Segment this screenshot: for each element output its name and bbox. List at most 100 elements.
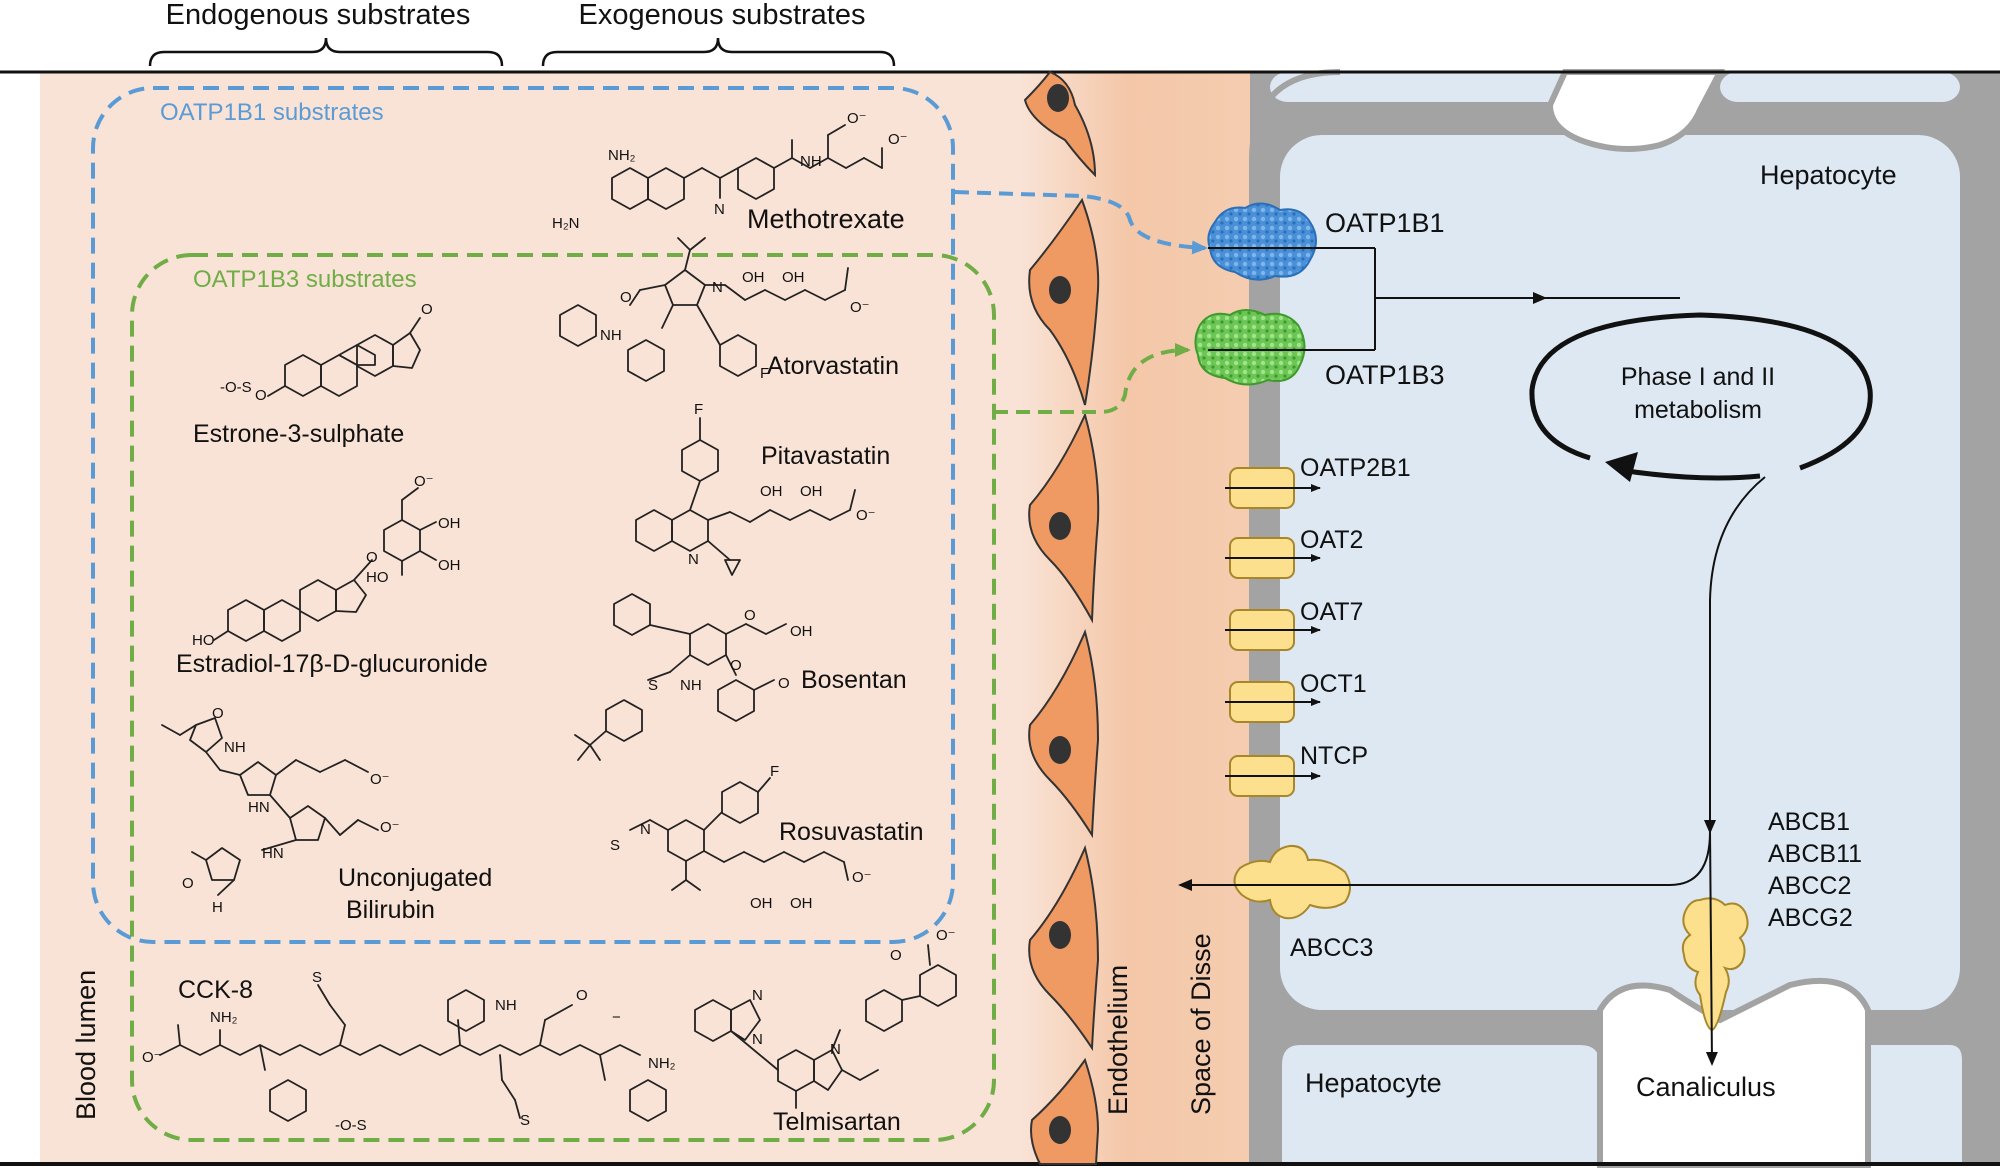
bosentan-label: Bosentan <box>801 666 907 694</box>
atorvastatin-o-label: O <box>620 289 632 306</box>
metabolism-cycle <box>1529 312 1873 471</box>
estrone-sulfate-label: -O-S <box>220 379 252 396</box>
bosentan-structure <box>574 593 787 761</box>
cck8-minus-label: − <box>612 1009 621 1026</box>
canalicular-efflux-transporter <box>1681 897 1749 1032</box>
oatp2b1-label: OATP2B1 <box>1300 454 1411 482</box>
bilirubin-nh1-label: NH <box>224 739 246 756</box>
efflux-abcg2-label: ABCG2 <box>1768 904 1853 932</box>
oatp1b1-substrates-box <box>91 86 955 944</box>
oatp1b1-transporter <box>1207 202 1317 281</box>
oatp2b1-transporter <box>1225 467 1321 509</box>
canalicular-efflux-path <box>1705 831 1718 1066</box>
endothelial-cell-4 <box>1028 628 1100 839</box>
bilirubin-o2-label: O⁻ <box>370 771 390 788</box>
hepatocyte-top-label: Hepatocyte <box>1760 160 1897 190</box>
ntcp-transporter <box>1225 755 1321 797</box>
oatp1b3-substrates-label: OATP1B3 substrates <box>193 266 417 293</box>
estradiol-oh2-label: OH <box>438 557 461 574</box>
rosuvastatin-structure <box>629 777 849 891</box>
canaliculus-label: Canaliculus <box>1636 1072 1776 1102</box>
methotrexate-o2-label: O⁻ <box>888 131 908 148</box>
bilirubin-label-line1: Unconjugated <box>338 864 492 892</box>
bilirubin-o4-label: O <box>182 875 194 892</box>
atorvastatin-label: Atorvastatin <box>767 352 899 380</box>
space-of-disse-label: Space of Disse <box>1186 933 1216 1115</box>
endothelial-cell-6 <box>1030 1057 1100 1165</box>
telmisartan-n3-label: N <box>830 1041 841 1058</box>
pitavastatin-oh2-label: OH <box>800 483 823 500</box>
rosuvastatin-s-label: S <box>610 837 620 854</box>
bilirubin-structure <box>161 717 379 896</box>
metabolism-label-line1: Phase I and II <box>1621 363 1775 391</box>
methotrexate-nh-label: NH <box>800 153 822 170</box>
telmisartan-o1-label: O <box>890 947 902 964</box>
hepatocyte-bottom-label: Hepatocyte <box>1305 1068 1442 1098</box>
cck8-indole-nh-label: NH <box>495 997 517 1014</box>
bosentan-oh-label: OH <box>790 623 813 640</box>
bilirubin-h-label: H <box>212 899 223 916</box>
rosuvastatin-f-label: F <box>770 763 779 780</box>
rosuvastatin-oh1-label: OH <box>750 895 773 912</box>
endothelial-cell-1 <box>1023 70 1097 178</box>
oatp1b1-substrates-label: OATP1B1 substrates <box>160 99 384 126</box>
top-canaliculus-notch <box>1546 69 1725 152</box>
cck8-s2-label: S <box>520 1112 530 1129</box>
estradiol-ho2-label: HO <box>192 632 215 649</box>
cck8-structure <box>159 984 667 1122</box>
methotrexate-n-label: N <box>714 201 725 218</box>
atorvastatin-nh-label: NH <box>600 327 622 344</box>
oatp1b3-uptake-arrow <box>994 343 1191 414</box>
bosentan-s-label: S <box>648 677 658 694</box>
estradiol-ho1-label: HO <box>366 569 389 586</box>
metabolism-label-line2: metabolism <box>1634 396 1762 424</box>
exogenous-header: Exogenous substrates <box>579 0 866 31</box>
rosuvastatin-oh2-label: OH <box>790 895 813 912</box>
oat2-transporter <box>1225 537 1321 579</box>
telmisartan-structure <box>694 944 957 1109</box>
efflux-abcb11-label: ABCB11 <box>1768 840 1862 868</box>
oatp1b1-uptake-arrow <box>954 190 1208 255</box>
oatp1b3-transporter <box>1194 309 1306 386</box>
telmisartan-n2-label: N <box>752 1031 763 1048</box>
oat7-label: OAT7 <box>1300 598 1363 626</box>
hepatocyte-main-cell <box>1280 135 1960 1010</box>
estradiol-label: Estradiol-17β-D-glucuronide <box>176 650 488 678</box>
estradiol-coo-label: O⁻ <box>414 473 434 490</box>
pitavastatin-o-label: O⁻ <box>856 507 876 524</box>
estrone-label: Estrone-3-sulphate <box>193 420 404 448</box>
bilirubin-hn2-label: HN <box>262 845 284 862</box>
cck8-o-label: O <box>576 987 588 1004</box>
cck8-terminal-nh2-label: NH₂ <box>648 1055 676 1072</box>
ntcp-label: NTCP <box>1300 742 1368 770</box>
atorvastatin-f-label: F <box>760 365 769 382</box>
bilirubin-o3-label: O⁻ <box>380 819 400 836</box>
atorvastatin-oh1-label: OH <box>742 269 765 286</box>
hepatocyte-outer-frame <box>1249 69 1341 1165</box>
atorvastatin-structure <box>559 237 849 382</box>
estradiol-glucuronide-structure <box>213 487 437 642</box>
endothelial-cell-3 <box>1028 412 1100 624</box>
hepatocyte-top-left-cell <box>1270 72 1600 102</box>
metabolism-cycle-bottom <box>1619 467 1761 481</box>
atorvastatin-ominus-label: O⁻ <box>850 299 870 316</box>
estradiol-o-label: O <box>366 549 378 566</box>
metabolism-cycle-arrowhead <box>1605 452 1638 482</box>
estrone-ketone-label: O <box>421 301 433 318</box>
atorvastatin-n-label: N <box>712 279 723 296</box>
exogenous-brace <box>541 37 896 67</box>
hepatocyte-bottom-right-cell <box>1865 1045 1962 1165</box>
oat2-label: OAT2 <box>1300 526 1363 554</box>
methotrexate-nh2-label: NH₂ <box>608 147 636 164</box>
pitavastatin-n-label: N <box>688 551 699 568</box>
oct1-transporter <box>1225 681 1321 723</box>
metabolite-efflux-path <box>1704 476 1766 834</box>
rosuvastatin-label: Rosuvastatin <box>779 818 924 846</box>
cck8-ominus-label: O⁻ <box>142 1049 162 1066</box>
pitavastatin-f-label: F <box>694 401 703 418</box>
methotrexate-structure <box>611 124 883 210</box>
pitavastatin-oh1-label: OH <box>760 483 783 500</box>
bilirubin-label-line2: Bilirubin <box>346 896 435 924</box>
estrone-structure <box>267 317 421 397</box>
